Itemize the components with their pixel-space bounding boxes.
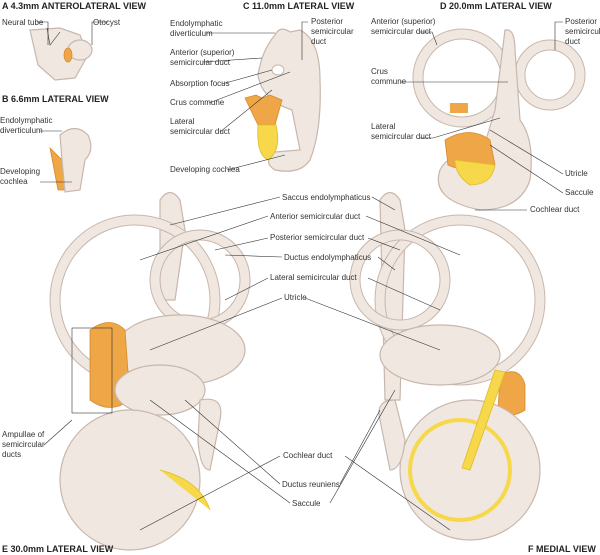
label-saccus-endolymphaticus: Saccus endolymphaticus: [282, 193, 371, 202]
panel-e-title: E 30.0mm LATERAL VIEW: [2, 544, 114, 554]
label-c-absorption-focus: Absorption focus: [170, 79, 230, 88]
label-c-anterior: Anterior (superior): [170, 48, 235, 57]
label-d-anterior-duct: semicircular duct: [371, 27, 432, 36]
label-cochlear-duct: Cochlear duct: [283, 451, 333, 460]
panel-a-title: A 4.3mm ANTEROLATERAL VIEW: [2, 1, 147, 11]
label-d-commune: commune: [371, 77, 407, 86]
label-posterior-semicircular-duct: Posterior semicircular duct: [270, 233, 365, 242]
label-ductus-endolymphaticus: Ductus endolymphaticus: [284, 253, 371, 262]
label-neural-tube: Neural tube: [2, 18, 44, 27]
panel-f-title: F MEDIAL VIEW: [528, 544, 596, 554]
label-d-posterior-duct: duct: [565, 37, 581, 46]
leader-lines: [37, 21, 564, 531]
label-d-lateral-duct: semicircular duct: [371, 132, 432, 141]
label-d-saccule: Saccule: [565, 188, 594, 197]
panel-c-title: C 11.0mm LATERAL VIEW: [243, 1, 355, 11]
label-d-posterior-semicircular: semicircular: [565, 27, 600, 36]
label-c-endolymphatic: Endolymphatic: [170, 19, 222, 28]
panel-b-title: B 6.6mm LATERAL VIEW: [2, 94, 109, 104]
label-d-anterior: Anterior (superior): [371, 17, 436, 26]
label-c-developing-cochlea: Developing cochlea: [170, 165, 240, 174]
label-c-crus-commune: Crus commune: [170, 98, 225, 107]
label-ductus-reuniens: Ductus reuniens: [282, 480, 340, 489]
panel-c-drawing: [244, 28, 321, 172]
label-otocyst: Otocyst: [93, 18, 121, 27]
label-saccule: Saccule: [292, 499, 321, 508]
label-c-posterior-duct: duct: [311, 37, 327, 46]
label-b-developing: Developing: [0, 167, 40, 176]
label-e-ampullae: Ampullae of: [2, 430, 45, 439]
label-c-posterior: Posterior: [311, 17, 343, 26]
label-b-cochlea: cochlea: [0, 177, 28, 186]
label-c-posterior-semicircular: semicircular: [311, 27, 354, 36]
label-c-lateral-duct: semicircular duct: [170, 127, 231, 136]
panel-f-drawing: [349, 191, 546, 541]
label-d-posterior: Posterior: [565, 17, 597, 26]
panel-b-drawing: [49, 127, 92, 193]
label-d-cochlear-duct: Cochlear duct: [530, 205, 580, 214]
label-lateral-semicircular-duct: Lateral semicircular duct: [270, 273, 357, 282]
label-anterior-semicircular-duct: Anterior semicircular duct: [270, 212, 361, 221]
label-utricle: Utricle: [284, 293, 307, 302]
label-c-diverticulum: diverticulum: [170, 29, 213, 38]
label-c-semicircular: semicircular duct: [170, 58, 231, 67]
panel-d-drawing: [412, 28, 586, 211]
label-d-lateral: Lateral: [371, 122, 396, 131]
panel-e-drawing: [49, 191, 251, 551]
label-e-semicircular: semicircular: [2, 440, 45, 449]
panel-d-title: D 20.0mm LATERAL VIEW: [440, 1, 552, 11]
label-b-endolymphatic: Endolymphatic: [0, 116, 52, 125]
label-e-ducts: ducts: [2, 450, 21, 459]
label-d-utricle: Utricle: [565, 169, 588, 178]
label-b-diverticulum: diverticulum: [0, 126, 43, 135]
panel-a-otocyst-drawing: [29, 27, 93, 81]
label-d-crus: Crus: [371, 67, 388, 76]
label-c-lateral: Lateral: [170, 117, 195, 126]
